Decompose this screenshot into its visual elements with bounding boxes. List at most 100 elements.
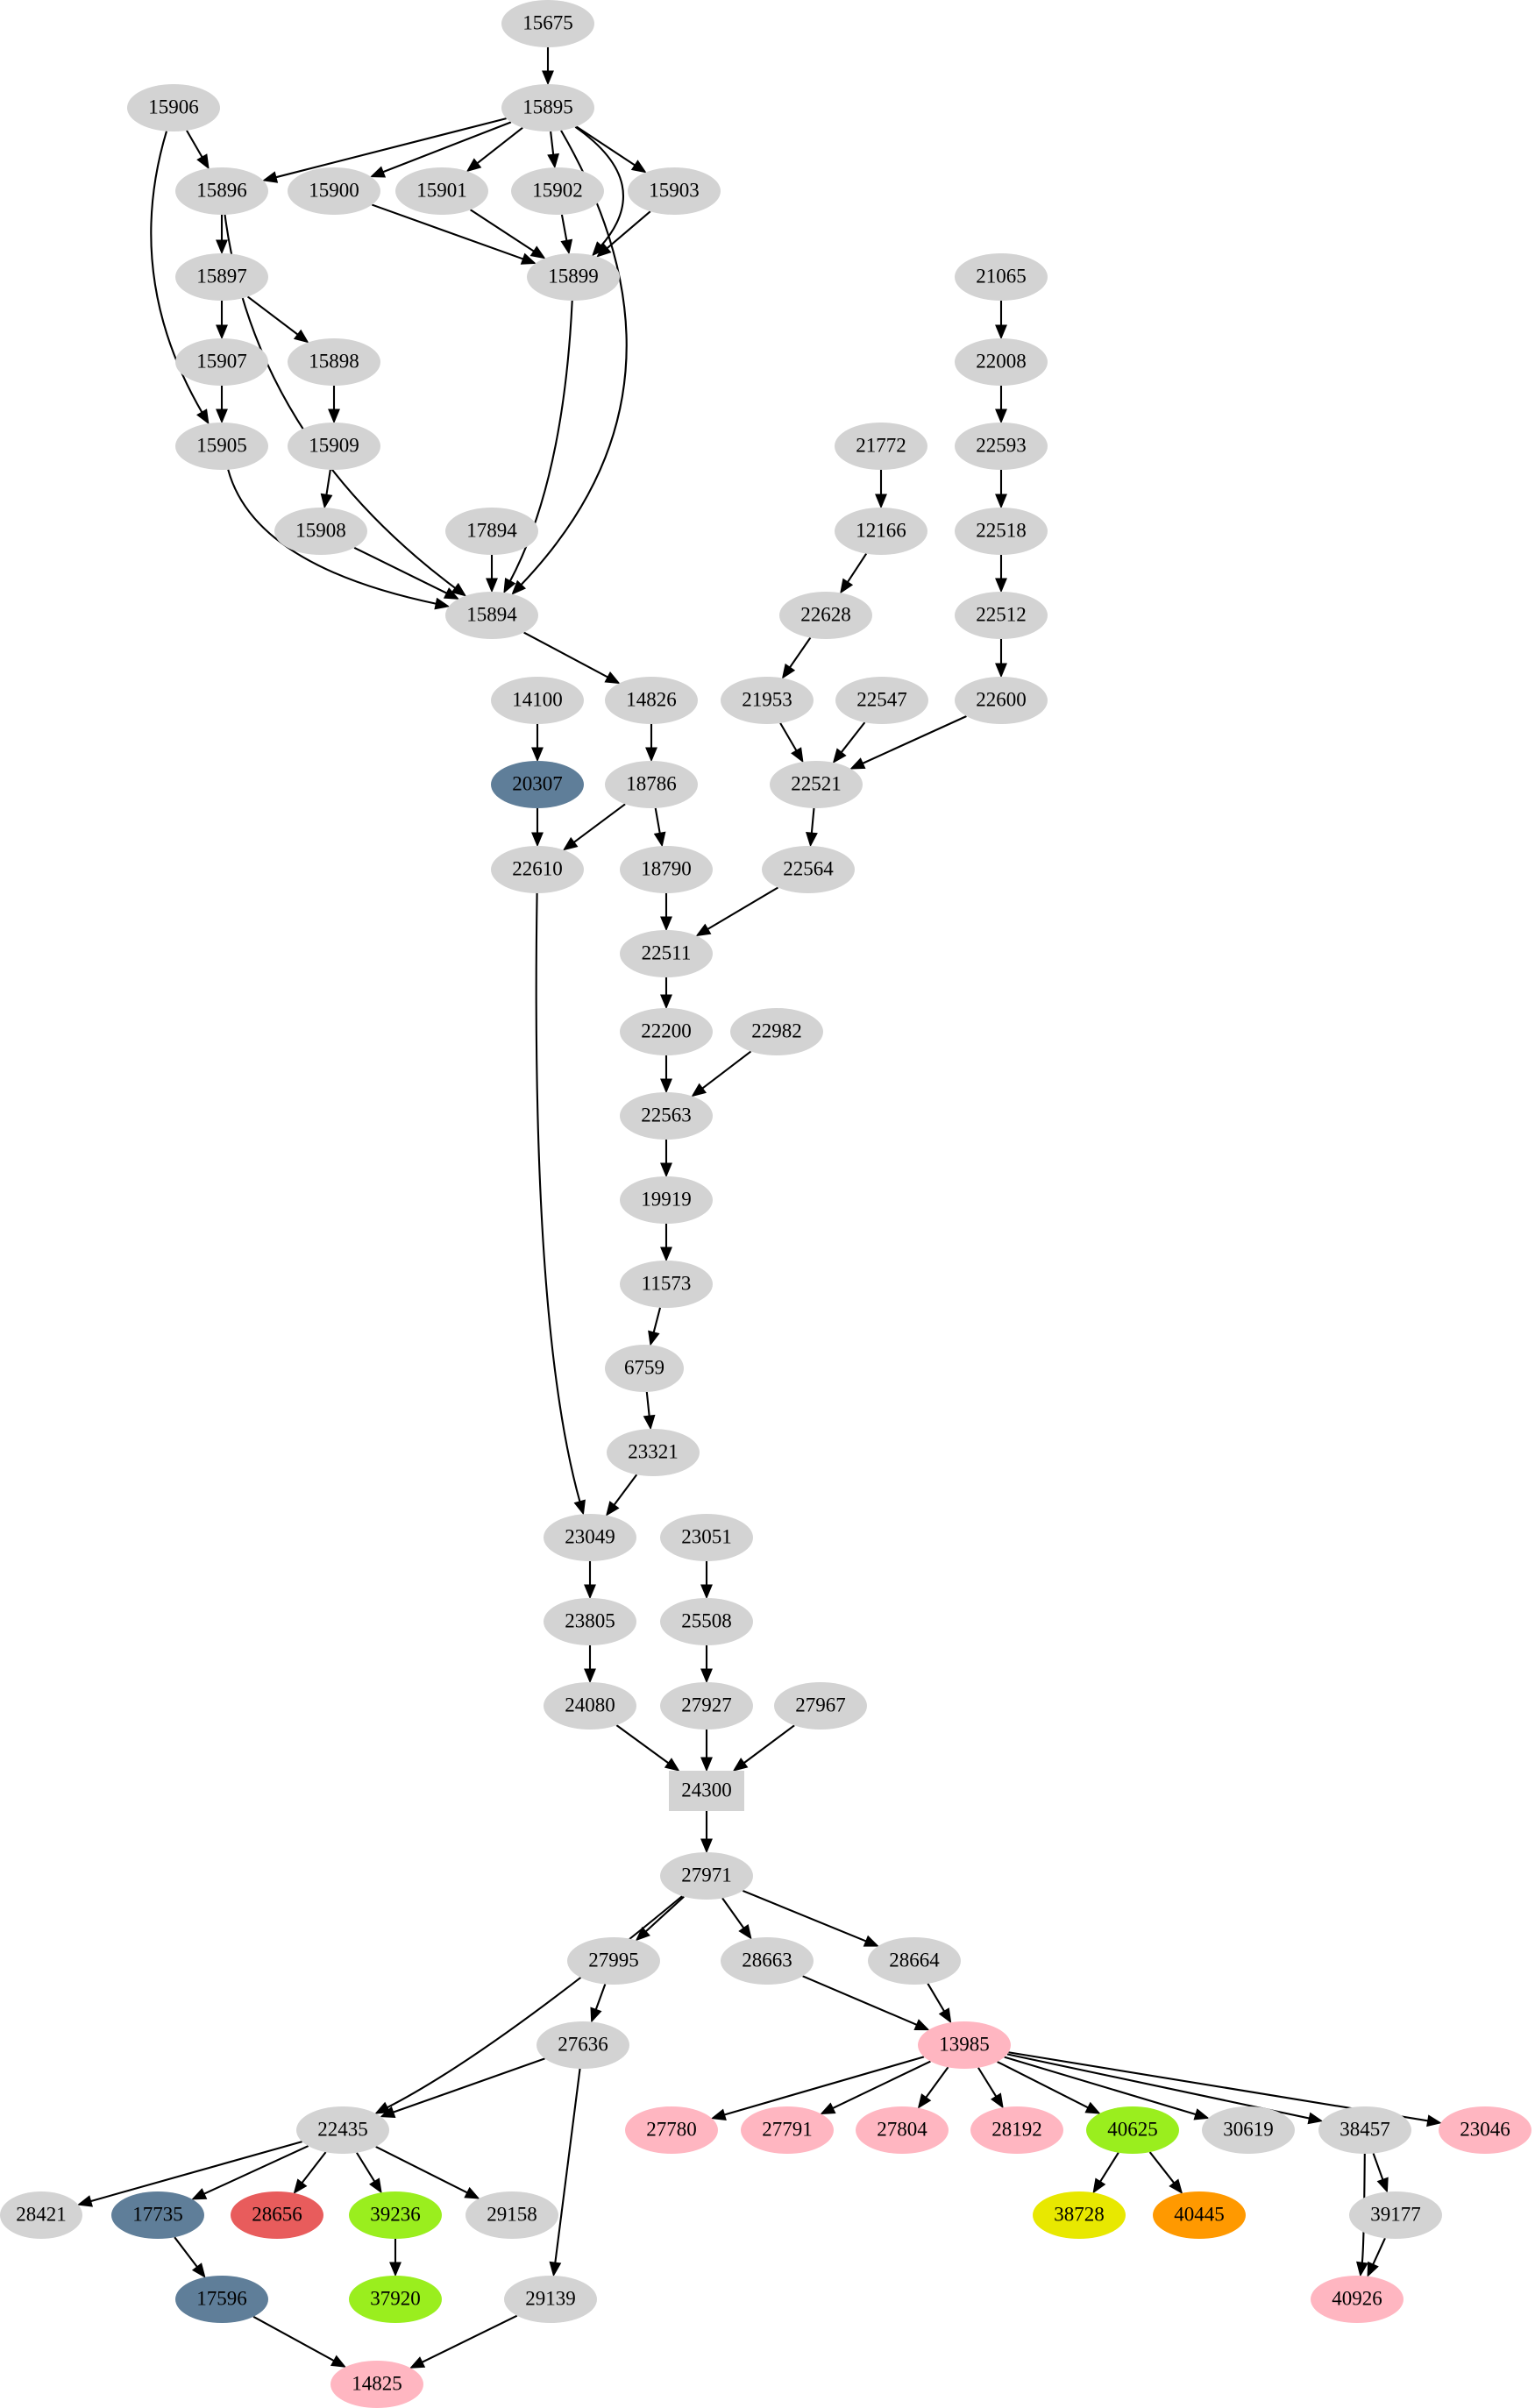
node-ellipse-shape[interactable] <box>660 1852 753 1900</box>
graph-node-39177[interactable]: 39177 <box>1349 2191 1442 2239</box>
node-ellipse-shape[interactable] <box>770 761 863 808</box>
graph-node-25508[interactable]: 25508 <box>660 1598 753 1645</box>
node-ellipse-shape[interactable] <box>721 677 814 724</box>
node-ellipse-shape[interactable] <box>127 84 220 131</box>
node-ellipse-shape[interactable] <box>544 1514 636 1561</box>
node-ellipse-shape[interactable] <box>445 592 538 639</box>
graph-node-14825[interactable]: 14825 <box>330 2361 423 2408</box>
graph-node-22518[interactable]: 22518 <box>955 508 1048 555</box>
graph-node-21953[interactable]: 21953 <box>721 677 814 724</box>
graph-node-15901[interactable]: 15901 <box>395 167 488 215</box>
graph-node-27995[interactable]: 27995 <box>567 1937 660 1985</box>
graph-node-15675[interactable]: 15675 <box>501 0 594 47</box>
graph-node-14826[interactable]: 14826 <box>605 677 698 724</box>
graph-node-19919[interactable]: 19919 <box>620 1176 713 1224</box>
graph-node-23049[interactable]: 23049 <box>544 1514 636 1561</box>
node-ellipse-shape[interactable] <box>970 2106 1063 2154</box>
node-ellipse-shape[interactable] <box>605 1345 684 1392</box>
graph-node-15905[interactable]: 15905 <box>175 423 268 470</box>
graph-node-30619[interactable]: 30619 <box>1202 2106 1295 2154</box>
graph-node-15903[interactable]: 15903 <box>628 167 721 215</box>
graph-node-22512[interactable]: 22512 <box>955 592 1048 639</box>
node-ellipse-shape[interactable] <box>1311 2276 1404 2323</box>
graph-node-40445[interactable]: 40445 <box>1153 2191 1246 2239</box>
graph-node-39236[interactable]: 39236 <box>349 2191 442 2239</box>
graph-node-22008[interactable]: 22008 <box>955 338 1048 386</box>
graph-node-17735[interactable]: 17735 <box>111 2191 204 2239</box>
graph-node-15909[interactable]: 15909 <box>288 423 380 470</box>
node-ellipse-shape[interactable] <box>175 2276 268 2323</box>
node-ellipse-shape[interactable] <box>955 677 1048 724</box>
graph-node-22610[interactable]: 22610 <box>491 846 584 893</box>
node-ellipse-shape[interactable] <box>620 846 713 893</box>
node-ellipse-shape[interactable] <box>955 592 1048 639</box>
graph-node-22547[interactable]: 22547 <box>835 677 928 724</box>
node-ellipse-shape[interactable] <box>620 1008 713 1055</box>
node-ellipse-shape[interactable] <box>605 677 698 724</box>
graph-node-15900[interactable]: 15900 <box>288 167 380 215</box>
node-ellipse-shape[interactable] <box>491 761 584 808</box>
node-ellipse-shape[interactable] <box>660 1598 753 1645</box>
graph-node-27636[interactable]: 27636 <box>537 2021 629 2069</box>
node-ellipse-shape[interactable] <box>1318 2106 1411 2154</box>
node-ellipse-shape[interactable] <box>274 508 367 555</box>
node-ellipse-shape[interactable] <box>1202 2106 1295 2154</box>
node-ellipse-shape[interactable] <box>395 167 488 215</box>
node-ellipse-shape[interactable] <box>330 2361 423 2408</box>
node-ellipse-shape[interactable] <box>955 253 1048 301</box>
node-ellipse-shape[interactable] <box>730 1008 823 1055</box>
node-ellipse-shape[interactable] <box>501 0 594 47</box>
graph-node-37920[interactable]: 37920 <box>349 2276 442 2323</box>
graph-node-22435[interactable]: 22435 <box>296 2106 389 2154</box>
graph-node-23046[interactable]: 23046 <box>1439 2106 1531 2154</box>
node-box-shape[interactable] <box>669 1771 744 1811</box>
node-ellipse-shape[interactable] <box>779 592 872 639</box>
node-ellipse-shape[interactable] <box>607 1429 700 1476</box>
graph-node-28664[interactable]: 28664 <box>868 1937 961 1985</box>
node-ellipse-shape[interactable] <box>175 338 268 386</box>
graph-node-13985[interactable]: 13985 <box>918 2021 1011 2069</box>
graph-node-27927[interactable]: 27927 <box>660 1682 753 1730</box>
graph-node-28192[interactable]: 28192 <box>970 2106 1063 2154</box>
graph-node-38457[interactable]: 38457 <box>1318 2106 1411 2154</box>
node-ellipse-shape[interactable] <box>1153 2191 1246 2239</box>
graph-node-22200[interactable]: 22200 <box>620 1008 713 1055</box>
graph-node-29158[interactable]: 29158 <box>465 2191 558 2239</box>
node-ellipse-shape[interactable] <box>620 1092 713 1140</box>
graph-node-22593[interactable]: 22593 <box>955 423 1048 470</box>
node-ellipse-shape[interactable] <box>918 2021 1011 2069</box>
node-ellipse-shape[interactable] <box>465 2191 558 2239</box>
graph-node-27791[interactable]: 27791 <box>741 2106 834 2154</box>
graph-node-15902[interactable]: 15902 <box>511 167 604 215</box>
graph-node-15897[interactable]: 15897 <box>175 253 268 301</box>
node-ellipse-shape[interactable] <box>544 1598 636 1645</box>
node-ellipse-shape[interactable] <box>296 2106 389 2154</box>
graph-node-15908[interactable]: 15908 <box>274 508 367 555</box>
node-ellipse-shape[interactable] <box>231 2191 323 2239</box>
graph-node-15906[interactable]: 15906 <box>127 84 220 131</box>
graph-node-23051[interactable]: 23051 <box>660 1514 753 1561</box>
graph-node-28656[interactable]: 28656 <box>231 2191 323 2239</box>
node-ellipse-shape[interactable] <box>620 930 713 977</box>
node-ellipse-shape[interactable] <box>567 1937 660 1985</box>
graph-node-18786[interactable]: 18786 <box>605 761 698 808</box>
node-ellipse-shape[interactable] <box>835 508 927 555</box>
graph-node-22600[interactable]: 22600 <box>955 677 1048 724</box>
graph-node-29139[interactable]: 29139 <box>504 2276 597 2323</box>
node-ellipse-shape[interactable] <box>955 423 1048 470</box>
node-ellipse-shape[interactable] <box>741 2106 834 2154</box>
graph-node-22511[interactable]: 22511 <box>620 930 713 977</box>
node-ellipse-shape[interactable] <box>445 508 538 555</box>
graph-node-24300[interactable]: 24300 <box>669 1771 744 1811</box>
graph-node-23805[interactable]: 23805 <box>544 1598 636 1645</box>
node-ellipse-shape[interactable] <box>1086 2106 1179 2154</box>
node-ellipse-shape[interactable] <box>511 167 604 215</box>
node-ellipse-shape[interactable] <box>835 677 928 724</box>
node-ellipse-shape[interactable] <box>349 2276 442 2323</box>
node-ellipse-shape[interactable] <box>544 1682 636 1730</box>
graph-node-27971[interactable]: 27971 <box>660 1852 753 1900</box>
node-ellipse-shape[interactable] <box>856 2106 949 2154</box>
node-ellipse-shape[interactable] <box>491 677 584 724</box>
graph-node-28421[interactable]: 28421 <box>0 2191 82 2239</box>
node-ellipse-shape[interactable] <box>501 84 594 131</box>
